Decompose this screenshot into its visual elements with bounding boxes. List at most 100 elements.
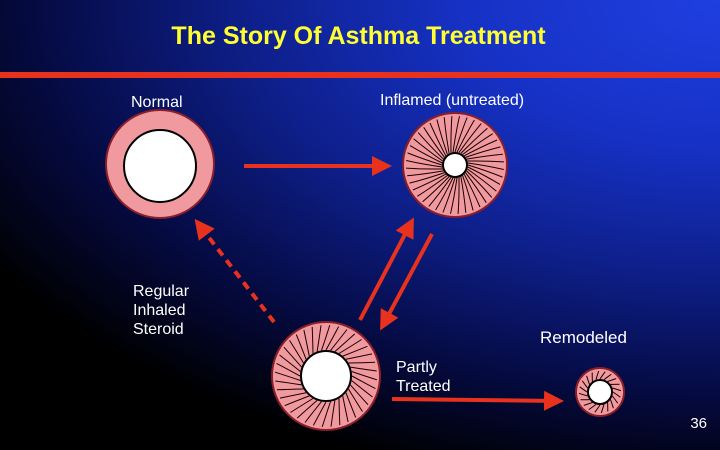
label-steroid-line1: Regular	[133, 283, 190, 300]
mucosal-fold	[289, 340, 304, 364]
mucosal-fold	[290, 398, 314, 413]
mucosal-fold	[462, 133, 493, 155]
mucosal-fold	[279, 392, 307, 399]
mucosal-fold	[457, 177, 460, 214]
mucosal-fold	[417, 175, 448, 197]
label-remodeled: Remodeled	[540, 328, 627, 347]
mucosal-fold	[466, 170, 493, 198]
label-partly-line1: Partly	[396, 359, 437, 376]
mucosal-fold	[429, 122, 447, 157]
mucosal-fold	[463, 173, 481, 208]
mucosal-fold	[351, 380, 373, 398]
inflamed-airway	[402, 112, 508, 218]
mucosal-fold	[351, 375, 376, 390]
label-normal: Normal	[131, 94, 183, 111]
mucosal-fold	[581, 380, 588, 389]
mucosal-fold	[303, 329, 310, 357]
arrow-inflamed-to-partly	[380, 233, 434, 331]
mucosal-fold	[465, 172, 487, 203]
mucosal-fold	[588, 404, 597, 411]
label-regular-inhaled-steroid: Regular Inhaled Steroid	[133, 282, 223, 339]
mucosal-fold	[296, 400, 318, 419]
mucosal-fold	[312, 401, 327, 426]
label-steroid-line3: Steroid	[133, 321, 184, 338]
mucosal-fold	[409, 172, 445, 184]
label-steroid-line2: Inhaled	[133, 302, 186, 319]
mucosal-fold	[350, 384, 369, 406]
mucosal-fold	[407, 170, 444, 177]
mucosal-fold	[423, 127, 445, 158]
mucosal-fold	[276, 388, 304, 391]
mucosal-fold	[442, 177, 456, 213]
mucosal-fold	[316, 325, 322, 352]
slide-title: The Story Of Asthma Treatment	[171, 22, 546, 50]
mucosal-fold	[454, 117, 468, 153]
mucosal-fold	[467, 166, 501, 185]
mucosal-fold	[348, 388, 363, 412]
normal-airway	[105, 109, 215, 219]
mucosal-fold	[467, 160, 504, 163]
mucosal-fold	[334, 333, 356, 352]
mucosal-fold	[458, 123, 482, 153]
mucosal-fold	[603, 373, 612, 380]
mucosal-fold	[600, 404, 605, 414]
mucosal-fold	[443, 117, 450, 154]
mucosal-fold	[325, 326, 340, 351]
mucosal-fold	[350, 366, 377, 372]
mucosal-fold	[276, 362, 301, 377]
mucosal-fold	[450, 116, 453, 153]
mucosal-fold	[594, 404, 601, 413]
mucosal-fold	[417, 132, 444, 160]
mucosal-fold	[283, 346, 302, 368]
mucosal-fold	[275, 380, 302, 386]
mucosal-fold	[460, 176, 467, 213]
mucosal-fold	[274, 371, 301, 381]
label-inflamed: Inflamed (untreated)	[380, 92, 525, 109]
mucosal-fold	[406, 167, 443, 170]
mucosal-fold	[612, 387, 622, 392]
mucosal-fold	[467, 164, 503, 178]
mucosal-fold	[467, 168, 497, 192]
mucosal-fold	[462, 175, 474, 211]
mucosal-fold	[460, 127, 488, 154]
mucosal-fold	[407, 152, 443, 166]
mucosal-fold	[406, 160, 443, 168]
mucosal-fold	[607, 378, 617, 382]
mucosal-fold	[413, 138, 443, 162]
mucosal-fold	[452, 116, 460, 153]
page-number: 36	[690, 415, 707, 432]
mucosal-fold	[583, 402, 593, 406]
mucosal-fold	[279, 354, 301, 372]
mucosal-fold	[465, 146, 501, 158]
mucosal-fold	[284, 395, 310, 407]
mucosal-fold	[436, 119, 448, 155]
mucosal-fold	[435, 177, 454, 211]
title-underline	[0, 72, 720, 78]
arrow-partly-to-remodeled	[391, 390, 564, 411]
remodeled-airway	[575, 367, 625, 417]
mucosal-fold	[579, 386, 588, 393]
mucosal-fold	[595, 370, 600, 380]
mucosal-fold	[330, 400, 336, 427]
mucosal-fold	[612, 395, 619, 404]
mucosal-fold	[612, 391, 621, 398]
mucosal-fold	[450, 177, 458, 214]
mucosal-fold	[321, 324, 331, 351]
mucosal-fold	[599, 371, 606, 380]
mucosal-fold	[409, 145, 443, 164]
mucosal-fold	[338, 398, 341, 426]
mucosal-fold	[304, 401, 322, 423]
mucosal-fold	[321, 401, 331, 428]
mucosal-fold	[463, 139, 498, 157]
mucosal-fold	[345, 392, 357, 418]
mucosal-fold	[348, 361, 376, 364]
mucosal-fold	[412, 173, 447, 191]
mucosal-fold	[342, 395, 349, 423]
mucosal-fold	[428, 177, 452, 207]
mucosal-fold	[578, 392, 588, 397]
mucosal-fold	[610, 399, 614, 409]
mucosal-fold	[586, 375, 590, 385]
mucosal-fold	[351, 371, 378, 381]
